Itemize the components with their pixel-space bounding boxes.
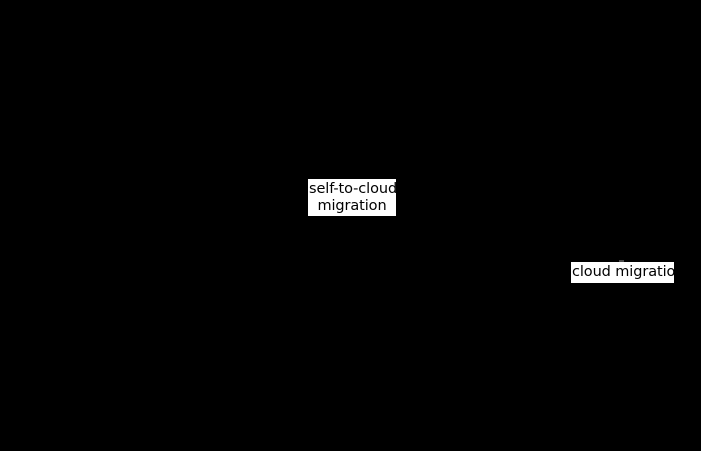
diagram-node-self-to-cloud-migration[interactable]: self-to-cloud migration (308, 179, 398, 216)
edge-tick-icon (619, 260, 624, 262)
diagram-node-cloud-migration[interactable]: cloud migration (571, 262, 684, 283)
